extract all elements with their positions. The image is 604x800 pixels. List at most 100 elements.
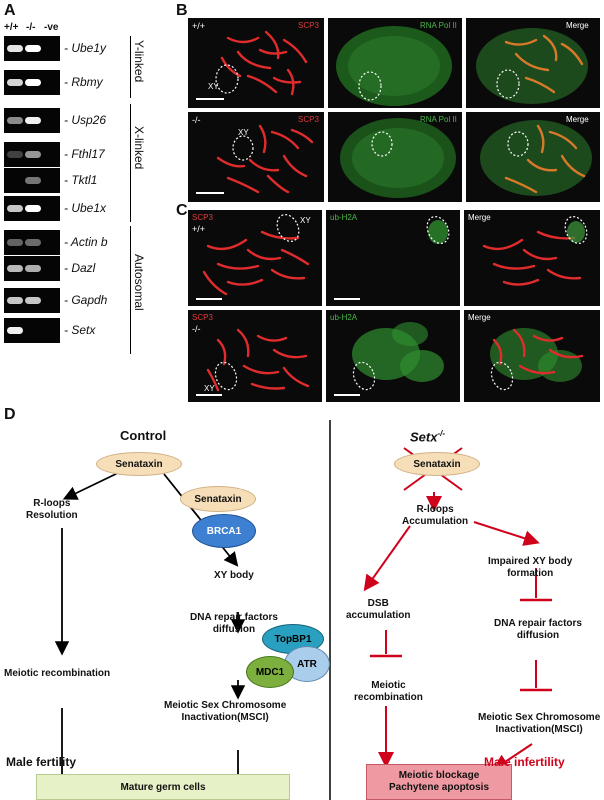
b-ko-rnapol-image: RNA Pol II	[328, 112, 462, 202]
control-senataxin-complex: Senataxin	[180, 486, 256, 512]
y-linked-label: Y-linked	[132, 40, 146, 83]
gene-label: - Rbmy	[64, 75, 103, 89]
lane-label-wt: +/+	[4, 22, 19, 33]
pachytene-apoptosis-text: Pachytene apoptosis	[388, 782, 490, 793]
gene-label: - Fthl17	[64, 147, 105, 161]
x-linked-bracket	[130, 104, 131, 222]
gel-row	[4, 168, 60, 193]
b-wt-scp3-image: SCP3 +/+ XY	[188, 18, 324, 108]
gel-row	[4, 318, 60, 343]
gene-label: - Actin b	[64, 235, 108, 249]
c-wt-xy-label: XY	[300, 216, 311, 225]
impaired-xy-body: Impaired XY body formation	[488, 556, 573, 579]
panel-b-label: B	[176, 2, 188, 19]
b-wt-xy-label: XY	[208, 82, 219, 91]
gel-row	[4, 36, 60, 61]
gel-band	[7, 265, 23, 272]
rloops-accumulation: R-loops Accumulation	[402, 504, 469, 527]
gel-band	[7, 239, 23, 246]
c-ko-scp3-image: SCP3 -/- XY	[188, 310, 322, 402]
c-wt-scp3-label: SCP3	[192, 213, 213, 222]
rloops-resolution: R-loops Resolution	[26, 498, 78, 521]
gene-label: - Usp26	[64, 113, 107, 127]
c-wt-ubh2a-label: ub-H2A	[330, 213, 358, 222]
b-wt-rnapol-label: RNA Pol II	[420, 21, 457, 30]
gel-band	[7, 45, 23, 52]
b-ko-merge-label: Merge	[566, 115, 589, 124]
gel-band	[25, 177, 41, 184]
b-wt-scp3-chromosomes	[215, 30, 308, 96]
b-ko-scp3-image: SCP3 -/- XY	[188, 112, 324, 202]
gel-band	[25, 265, 41, 272]
gel-band	[25, 117, 41, 124]
gene-label: - Gapdh	[64, 293, 108, 307]
gel-band	[25, 205, 41, 212]
b-ko-rnapol-signal	[340, 118, 456, 198]
mature-germ-cells-box: Mature germ cells	[36, 774, 290, 800]
c-wt-genotype: +/+	[192, 224, 206, 234]
c-ko-ubh2a-label: ub-H2A	[330, 313, 358, 322]
b-ko-scp3-chromosomes	[216, 124, 314, 194]
c-ko-ubh2a-image: ub-H2A	[326, 310, 460, 402]
b-wt-merge-label: Merge	[566, 21, 589, 30]
mutant-meiotic-recombination: Meiotic recombination	[354, 680, 423, 703]
b-ko-merge-signal	[480, 120, 592, 196]
c-ko-scale-bar	[196, 394, 222, 396]
male-infertility-label: Male infertility	[484, 755, 565, 769]
mdc1-node: MDC1	[246, 656, 294, 688]
panel-a-label: A	[4, 2, 16, 19]
c-ko-merge-image: Merge	[464, 310, 600, 402]
mutant-title-sup: -/-	[437, 429, 446, 438]
autosomal-label: Autosomal	[132, 254, 146, 311]
gel-band	[25, 151, 41, 158]
c-ko-scp3-chromosomes	[206, 328, 310, 392]
b-wt-scale-bar	[196, 98, 224, 100]
control-dna-repair: DNA repair factors diffusion	[190, 612, 278, 635]
control-msci: Meiotic Sex Chromosome Inactivation(MSCI…	[164, 700, 287, 723]
gel-row	[4, 142, 60, 167]
mutant-title-gene: Setx	[410, 429, 438, 445]
control-senataxin: Senataxin	[96, 452, 182, 476]
gel-row	[4, 256, 60, 281]
b-wt-scp3-label: SCP3	[298, 21, 319, 30]
c-ko-merge-signal	[490, 328, 584, 391]
mutant-dna-repair: DNA repair factors diffusion	[494, 618, 582, 641]
mutant-title: Setx-/-	[410, 428, 445, 443]
c-wt-merge-label: Merge	[468, 213, 491, 222]
b-wt-genotype: +/+	[192, 21, 206, 31]
c-ko-genotype: -/-	[192, 324, 201, 334]
model-arrows	[54, 420, 552, 800]
panel-c-label: C	[176, 202, 188, 219]
xy-body: XY body	[214, 570, 254, 581]
gel-band	[7, 327, 23, 334]
c-ko-ubh2a-signal	[352, 322, 444, 391]
gene-label: - Ube1x	[64, 201, 107, 215]
gel-row	[4, 288, 60, 313]
b-ko-rnapol-label: RNA Pol II	[420, 115, 457, 124]
control-title: Control	[120, 428, 167, 443]
lane-label-neg: -ve	[44, 22, 59, 33]
gel-band	[7, 117, 23, 124]
y-linked-bracket	[130, 36, 131, 98]
gel-row	[4, 108, 60, 133]
gel-band	[25, 239, 41, 246]
c-wt-scp3-image: SCP3 +/+ XY	[188, 210, 322, 306]
b-ko-scale-bar	[196, 192, 224, 194]
mutant-msci: Meiotic Sex Chromosome Inactivation(MSCI…	[478, 712, 601, 735]
meiotic-blockage-box: Meiotic blockage Pachytene apoptosis	[366, 764, 512, 800]
gel-band	[25, 45, 41, 52]
mutant-senataxin: Senataxin	[394, 452, 480, 476]
c-ko-ubh2a-scale-bar	[334, 394, 360, 396]
brca1-node: BRCA1	[192, 514, 256, 548]
gel-band	[7, 79, 23, 86]
gel-band	[25, 79, 41, 86]
gene-label: - Ube1y	[64, 41, 107, 55]
c-wt-merge-image: Merge	[464, 210, 600, 306]
c-wt-ubh2a-scale-bar	[334, 298, 360, 300]
gel-row	[4, 196, 60, 221]
male-fertility-label: Male fertility	[6, 755, 77, 769]
b-wt-merge-image: Merge	[466, 18, 600, 108]
c-ko-merge-label: Merge	[468, 313, 491, 322]
b-ko-scp3-label: SCP3	[298, 115, 319, 124]
gel-band	[25, 297, 41, 304]
